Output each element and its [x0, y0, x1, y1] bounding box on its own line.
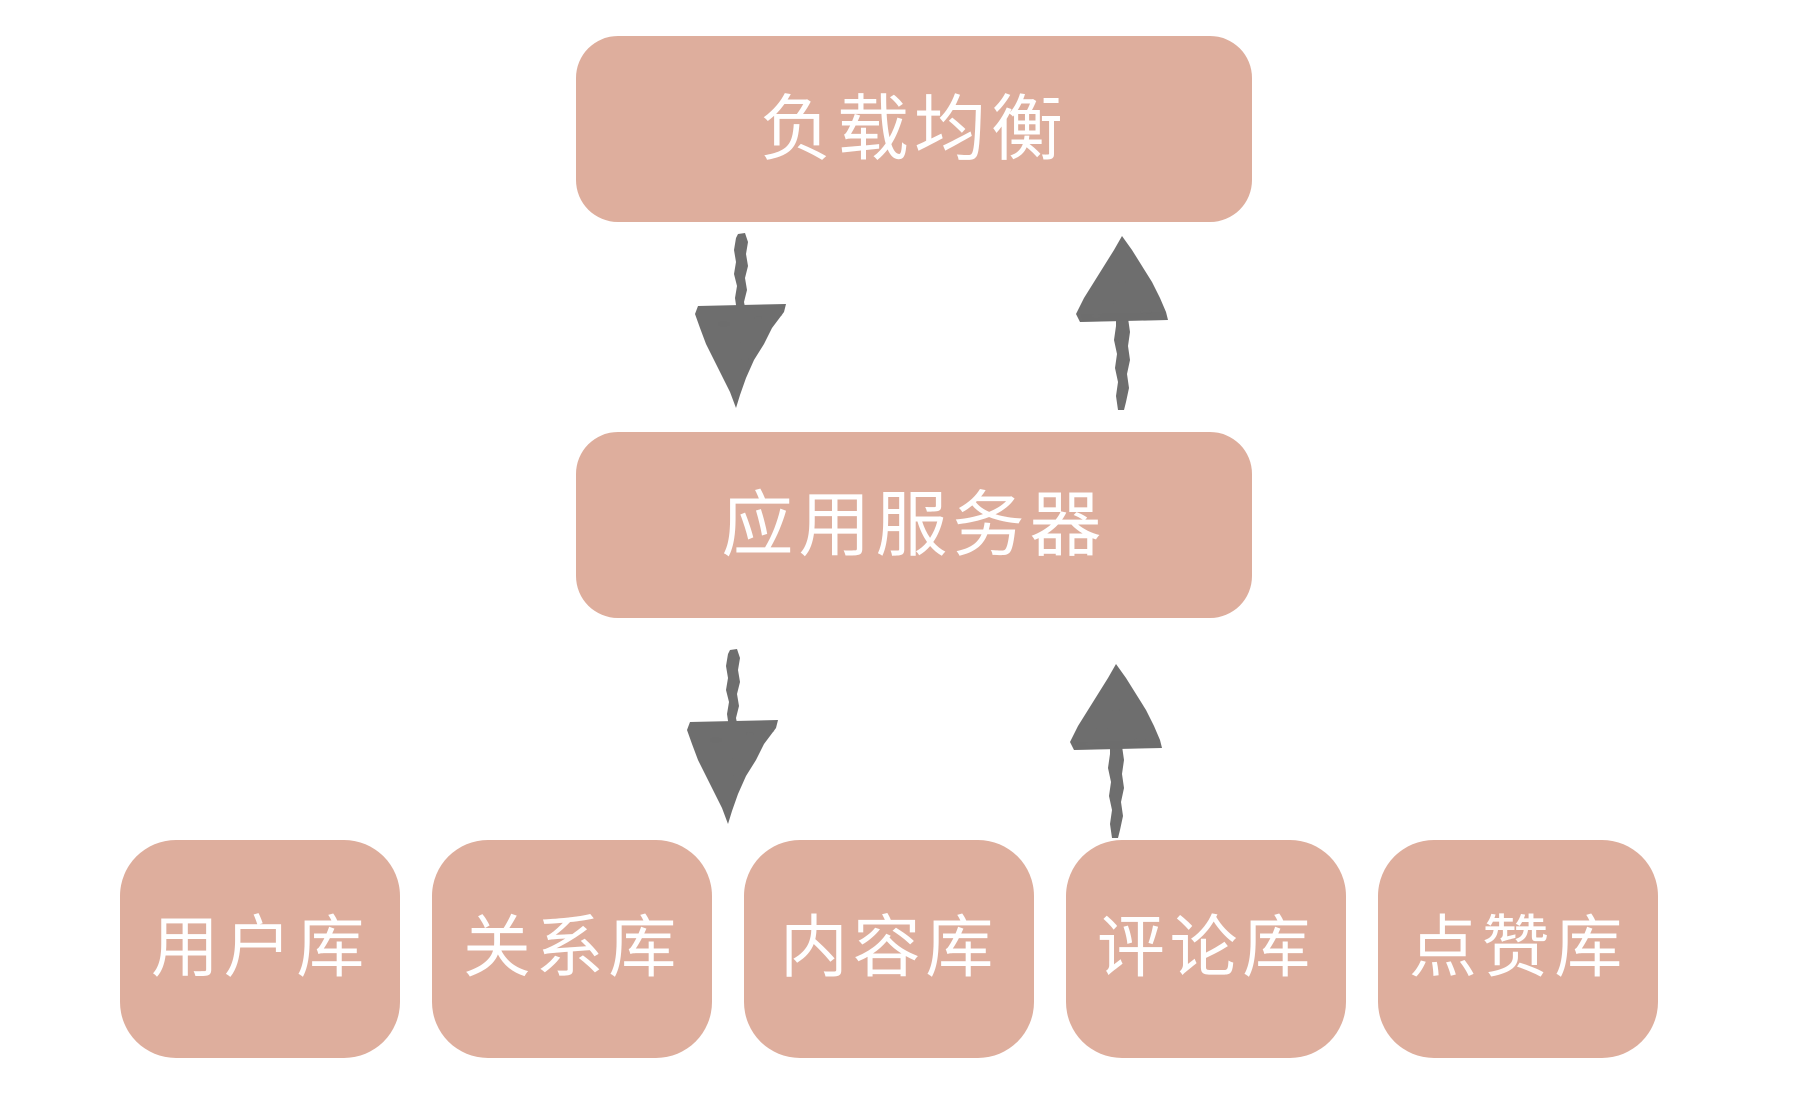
node-load-balancer-label: 负载均衡 [759, 87, 1069, 171]
node-app-server[interactable]: 应用服务器 [576, 432, 1252, 618]
arrow-down-lb-to-app [688, 232, 798, 412]
node-app-server-label: 应用服务器 [721, 483, 1107, 567]
database-row: 用户库 关系库 内容库 评论库 点赞库 [120, 840, 1680, 1058]
node-user-db-label: 用户库 [150, 909, 370, 988]
node-relation-db[interactable]: 关系库 [432, 840, 712, 1058]
node-content-db[interactable]: 内容库 [744, 840, 1034, 1058]
node-user-db[interactable]: 用户库 [120, 840, 400, 1058]
node-like-db-label: 点赞库 [1408, 909, 1628, 988]
node-load-balancer[interactable]: 负载均衡 [576, 36, 1252, 222]
arrow-down-app-to-db [680, 648, 790, 828]
node-content-db-label: 内容库 [779, 909, 999, 988]
arrow-up-db-to-app [1062, 660, 1172, 840]
node-relation-db-label: 关系库 [462, 909, 682, 988]
arrow-up-app-to-lb [1068, 232, 1178, 412]
node-comment-db-label: 评论库 [1096, 909, 1316, 988]
node-like-db[interactable]: 点赞库 [1378, 840, 1658, 1058]
node-comment-db[interactable]: 评论库 [1066, 840, 1346, 1058]
